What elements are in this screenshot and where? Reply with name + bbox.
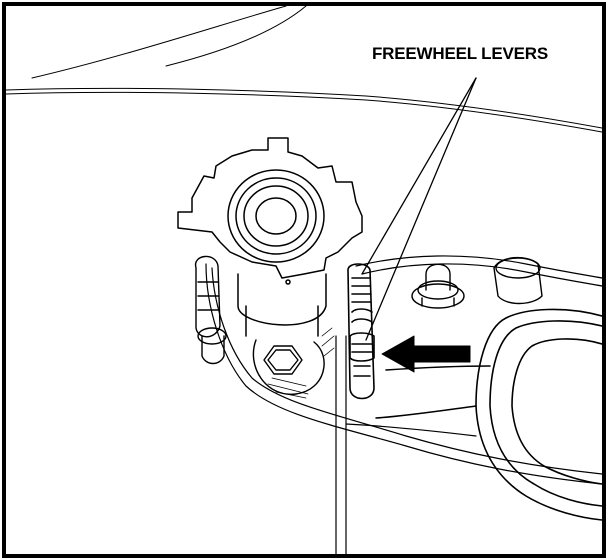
upper-bolt [411,263,465,309]
technical-illustration [6,6,602,554]
deck-outline [205,255,602,554]
hex-bolt [252,339,325,395]
right-boss [493,257,543,305]
direction-arrow-icon [381,335,471,373]
callout-label: FREEWHEEL LEVERS [372,44,548,63]
freewheel-levers [347,263,375,400]
callout-leaders [361,77,477,341]
side-stud [195,255,227,365]
shade-hatching [267,327,335,399]
handle-grip [375,308,602,521]
wheel-hub [177,137,363,337]
body-panel [6,6,602,133]
